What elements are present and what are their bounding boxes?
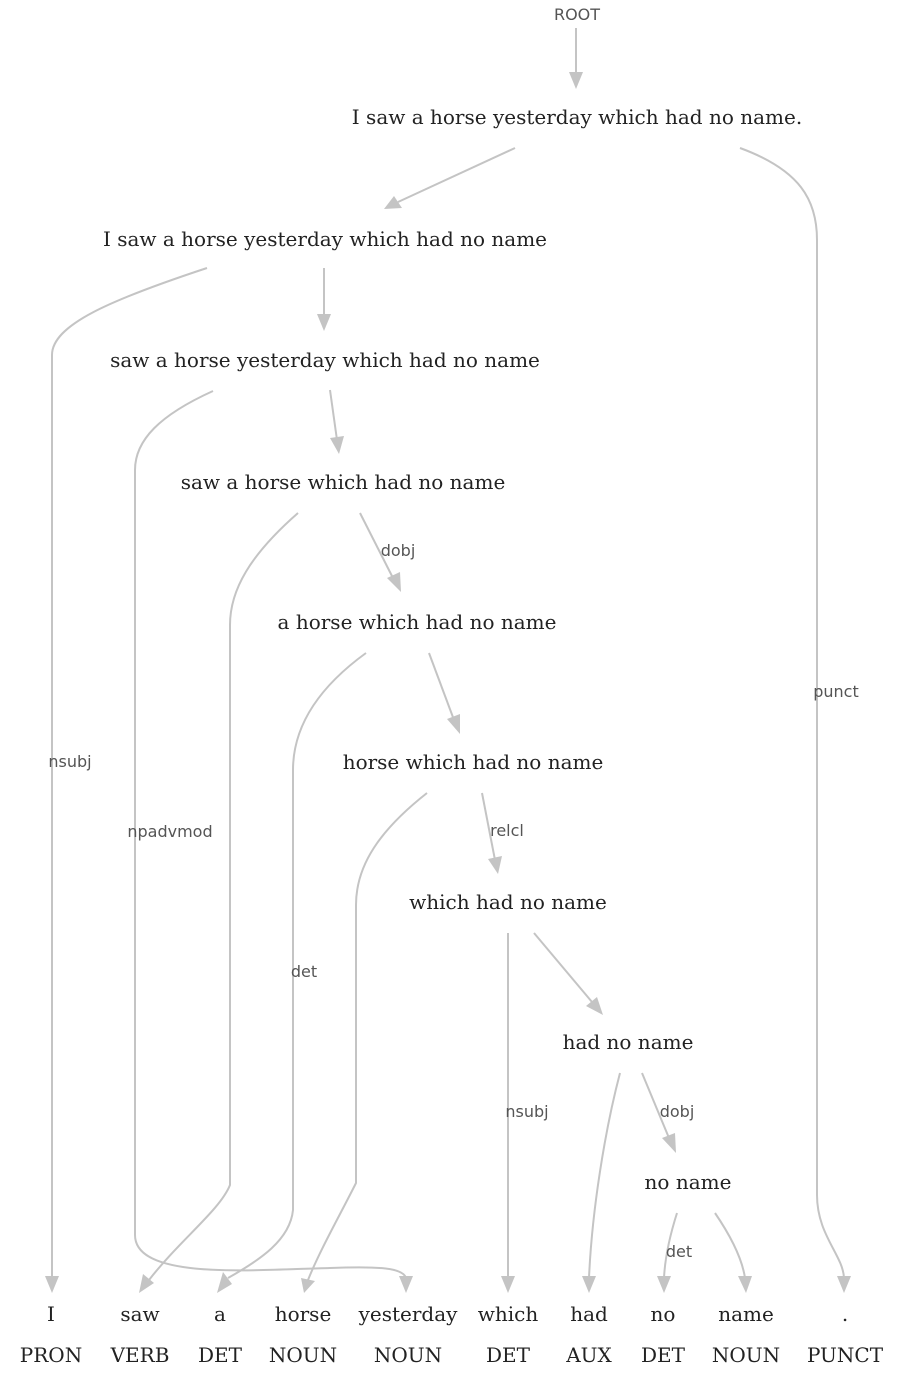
token-pos: PRON [20,1343,82,1367]
token-pos: VERB [110,1343,170,1367]
token-word: saw [120,1302,159,1326]
token-pos: DET [641,1343,686,1367]
edge-phrase [397,147,516,203]
token-word: no [651,1302,676,1326]
arrowhead [217,1272,232,1293]
token-word: I [47,1302,55,1326]
phrase-node: a horse which had no name [278,610,557,634]
phrase-node: horse which had no name [343,750,604,774]
edge-phrase [329,389,338,441]
edge-label-det: det [291,962,317,981]
edge-phrase [533,932,593,1003]
phrase-node: which had no name [409,890,607,914]
token-row: I saw a horse yesterday which had no nam… [47,1302,848,1326]
arrowhead [488,856,502,874]
arrowhead [387,572,401,592]
arrowhead [45,1276,59,1293]
phrase-node: no name [645,1170,732,1194]
edge-punct [739,147,845,1279]
arrowhead [837,1276,851,1293]
edge-det [227,652,367,1279]
token-word: horse [275,1302,332,1326]
token-word: a [214,1302,226,1326]
token-word: which [478,1302,539,1326]
arrowhead [501,1276,515,1293]
edge-head [714,1212,746,1279]
token-pos: DET [198,1343,243,1367]
token-pos: NOUN [712,1343,780,1367]
arrowhead [569,72,583,89]
edge-label-punct: punct [813,682,859,701]
arrowhead [738,1276,752,1293]
edge-labels: ROOT nsubj npadvmod dobj det relcl nsubj… [48,5,858,1261]
edge-nsubj [51,267,208,1278]
edge-label-nsubj: nsubj [48,752,91,771]
edge-label-det: det [666,1242,692,1261]
token-word: . [842,1302,848,1326]
phrase-nodes: I saw a horse yesterday which had no nam… [103,105,802,1194]
arrowhead [301,1278,315,1293]
token-pos: AUX [565,1343,612,1367]
edge-head [148,512,299,1281]
edge-label-dobj: dobj [660,1102,695,1121]
token-pos: DET [486,1343,531,1367]
edge-det [663,1212,678,1279]
edge-dobj [359,512,395,581]
edge-label-dobj: dobj [381,541,416,560]
arrowhead [399,1276,413,1293]
edge-head [307,792,428,1281]
phrase-node: saw a horse which had no name [181,470,506,494]
phrase-node: had no name [563,1030,694,1054]
arrowhead [586,997,603,1015]
arrowhead [139,1274,154,1293]
edge-head [588,1072,621,1279]
edge-label-nsubj: nsubj [505,1102,548,1121]
arrowhead [330,436,344,454]
token-word: name [718,1302,774,1326]
token-pos: NOUN [269,1343,337,1367]
token-word: had [570,1302,608,1326]
edge-dobj [641,1072,670,1139]
token-pos: NOUN [374,1343,442,1367]
phrase-node: I saw a horse yesterday which had no nam… [352,105,802,129]
root-label: ROOT [554,5,600,24]
token-pos: PUNCT [807,1343,884,1367]
edge-label-npadvmod: npadvmod [127,822,212,841]
edges [45,28,851,1293]
phrase-node: saw a horse yesterday which had no name [110,348,540,372]
arrowhead [447,714,460,734]
arrowhead [582,1276,596,1293]
token-word: yesterday [358,1302,459,1326]
arrowhead [384,196,402,209]
edge-npadvmod [134,390,407,1279]
edge-relcl [481,792,496,861]
arrowhead [657,1276,671,1293]
pos-row: PRON VERB DET NOUN NOUN DET AUX DET NOUN… [20,1343,884,1367]
edge-label-relcl: relcl [490,821,524,840]
phrase-node: I saw a horse yesterday which had no nam… [103,227,547,251]
arrowhead [317,314,331,331]
arrowhead [662,1133,676,1153]
edge-phrase [428,652,455,721]
